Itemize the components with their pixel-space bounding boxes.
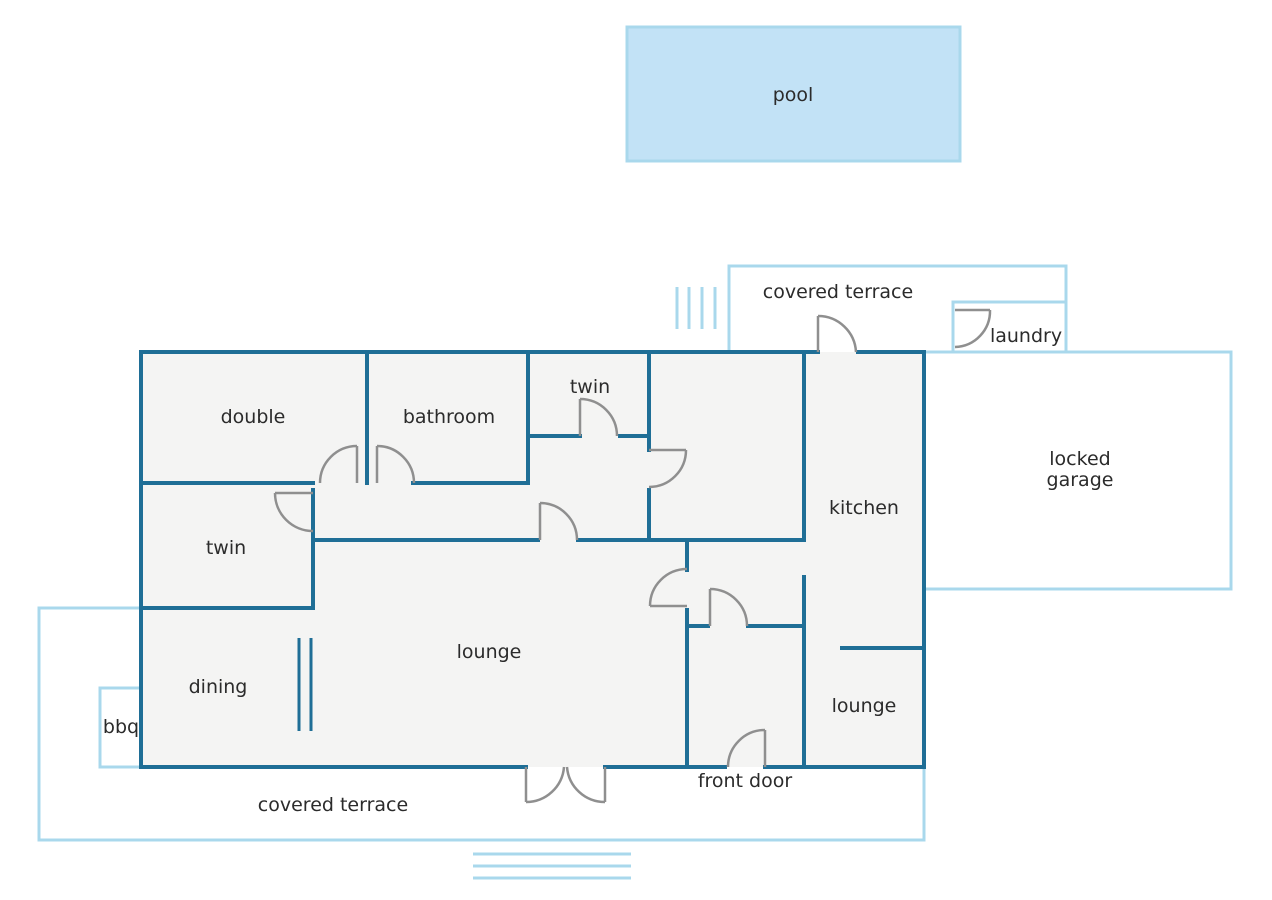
laundry-outline [951, 300, 1066, 352]
covered-terrace-top-label: covered terrace [763, 281, 913, 303]
covered-terrace-bottom-label: covered terrace [258, 794, 408, 816]
dining-label: dining [189, 676, 248, 698]
locked-garage-outline [924, 350, 1233, 591]
door-lounge-right [648, 567, 688, 608]
dining-divider [297, 638, 313, 731]
covered-terrace-bottom-outline [37, 606, 926, 842]
door-kitchen-top [816, 314, 858, 353]
door-bathroom [375, 444, 416, 484]
door-lounge-hall [538, 501, 579, 541]
door-laundry [954, 308, 992, 349]
door-patio [524, 766, 607, 804]
door-twin-top [578, 397, 619, 437]
locked-garage-label-line2: garage [1047, 469, 1114, 491]
pool-label: pool [773, 84, 814, 106]
door-twin-left [273, 491, 314, 533]
door-small-room [708, 587, 749, 627]
twin-left-label: twin [206, 537, 246, 559]
walls [139, 350, 926, 769]
bathroom-label: bathroom [403, 406, 495, 428]
door-front [726, 728, 767, 768]
kitchen-label: kitchen [829, 497, 899, 519]
house-floor [141, 352, 924, 767]
front-door-label: front door [698, 770, 793, 792]
covered-terrace-top-outline [727, 264, 1068, 352]
locked-garage-label-line1: locked [1049, 448, 1110, 470]
lounge-main-label: lounge [457, 641, 522, 663]
bbq-label: bbq [103, 716, 139, 738]
top-steps [675, 287, 717, 329]
bottom-steps [473, 852, 631, 880]
door-right-room [648, 448, 688, 489]
outdoor-outlines [37, 264, 1233, 842]
twin-top-label: twin [570, 376, 610, 398]
laundry-label: laundry [990, 325, 1062, 347]
door-double [318, 444, 359, 484]
bbq-outline [98, 686, 141, 769]
pool [625, 25, 962, 163]
lounge-right-label: lounge [832, 695, 897, 717]
doors [273, 308, 992, 804]
double-label: double [221, 406, 286, 428]
